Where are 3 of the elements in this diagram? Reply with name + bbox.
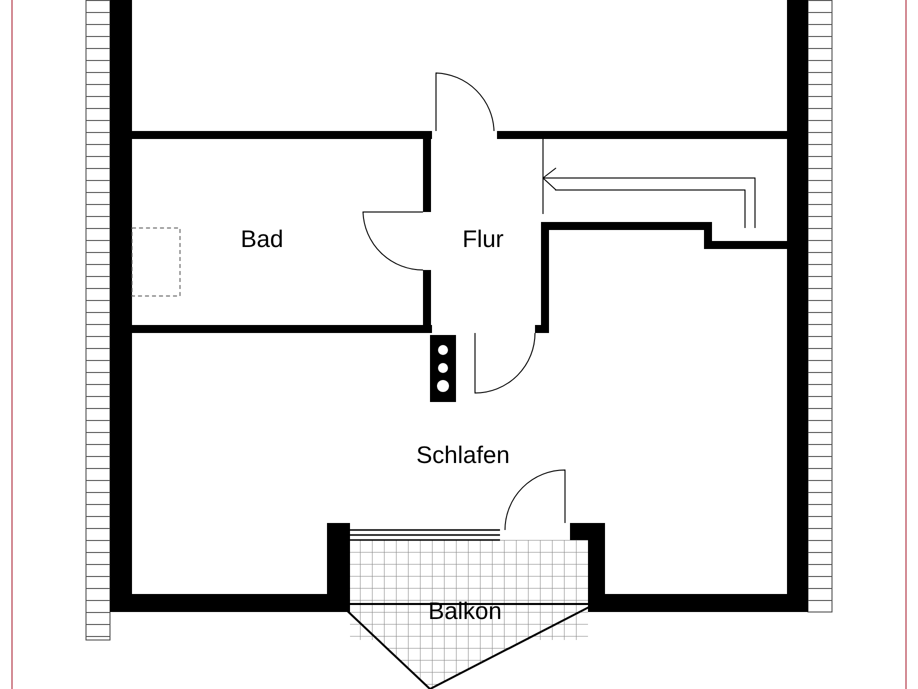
room-label: Schlafen [416, 442, 510, 470]
room-label: Bad [240, 226, 284, 254]
room-label: Flur [462, 226, 504, 254]
